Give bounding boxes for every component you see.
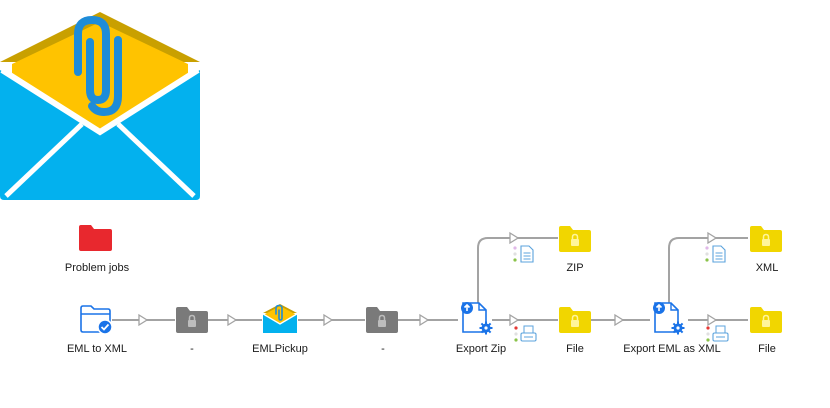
file-folder-icon[interactable] — [559, 307, 591, 333]
zip-label: ZIP — [566, 262, 584, 274]
locked-folder-icon[interactable] — [366, 307, 398, 333]
printer-icon — [513, 325, 539, 343]
app-logo — [0, 0, 200, 200]
file-label-1: File — [566, 343, 584, 355]
problem-jobs-label: Problem jobs — [64, 262, 130, 274]
dash-label-1: - — [190, 343, 194, 355]
export-eml-xml-label: Export EML as XML — [623, 343, 721, 355]
emlpickup-envelope-icon[interactable] — [263, 302, 297, 334]
document-icon — [704, 245, 728, 263]
file-label-2: File — [758, 343, 776, 355]
xml-folder-icon[interactable] — [750, 226, 782, 252]
export-zip-label: Export Zip — [455, 343, 507, 355]
file-folder-icon[interactable] — [750, 307, 782, 333]
export-eml-xml-script-icon[interactable] — [651, 300, 685, 336]
xml-label: XML — [755, 262, 779, 274]
locked-folder-icon[interactable] — [176, 307, 208, 333]
printer-icon — [705, 325, 731, 343]
eml-to-xml-folder-icon[interactable] — [80, 304, 114, 334]
dash-label-2: - — [381, 343, 385, 355]
zip-folder-icon[interactable] — [559, 226, 591, 252]
eml-to-xml-label: EML to XML — [66, 343, 128, 355]
emlpickup-label: EMLPickup — [252, 343, 308, 355]
problem-jobs-folder-icon[interactable] — [79, 225, 112, 251]
document-icon — [512, 245, 536, 263]
export-zip-script-icon[interactable] — [459, 300, 493, 336]
